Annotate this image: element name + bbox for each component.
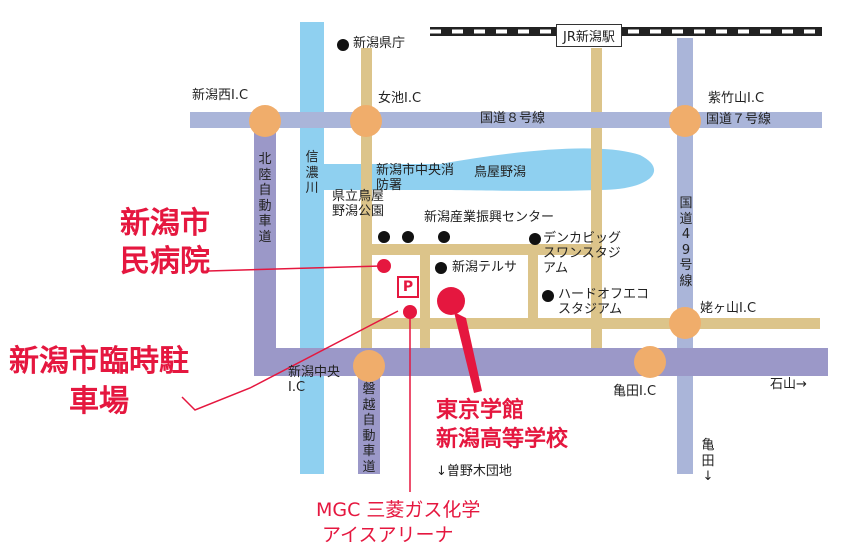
route7-label: 国道７号線 <box>706 112 772 127</box>
terrsa-label: 新潟テルサ <box>452 260 518 275</box>
chuo-ic-label: 新潟中央I.C <box>288 365 341 395</box>
park-label: 県立鳥屋野潟公園 <box>332 189 385 219</box>
hokuriku-expressway-label: 北陸自動車道 <box>258 152 272 245</box>
banetsu-expressway-label: 磐越自動車道 <box>362 382 376 475</box>
soyagi-label: ↓曽野木団地 <box>436 464 512 479</box>
denka-stadium-label: デンカビッグスワンスタジアム <box>543 231 622 276</box>
parking-icon: P <box>397 276 419 298</box>
interchanges <box>249 105 701 382</box>
arena-callout-line2: アイスアリーナ <box>322 524 454 546</box>
shinano-river <box>300 22 324 474</box>
toyanogata-lake <box>324 148 655 191</box>
toyanogata-label: 鳥屋野潟 <box>474 165 527 180</box>
route8-label: 国道８号線 <box>480 111 546 126</box>
arena-callout-line1: MGC 三菱ガス化学 <box>316 499 481 521</box>
fire-station-label: 新潟市中央消防署 <box>376 163 455 193</box>
landmark-dots <box>337 39 554 302</box>
expressways <box>254 120 828 474</box>
route49-label: 国道49号線 <box>679 196 693 289</box>
hospital-callout: 新潟市民病院 <box>120 206 210 279</box>
kameda-direction-label: 亀田↓ <box>701 438 715 485</box>
onnaike-ic-label: 女池I.C <box>378 91 422 106</box>
parking-callout: 新潟市臨時駐車場 <box>9 344 189 419</box>
shinano-river-label: 信濃川 <box>305 150 319 197</box>
enokiyama-ic-label: 姥ヶ山I.C <box>700 301 757 316</box>
kameda-ic-label: 亀田I.C <box>613 384 657 399</box>
jr-rail-line <box>430 27 822 36</box>
school-name-line1: 東京学館 <box>436 398 525 423</box>
local-roads <box>361 48 820 408</box>
hardoff-stadium-label: ハードオフエコスタジアム <box>558 287 650 317</box>
shiunyama-ic-label: 紫竹山I.C <box>708 91 765 106</box>
industry-center-label: 新潟産業振興センター <box>424 210 555 225</box>
ishiyama-label: 石山→ <box>770 377 807 392</box>
school-name-line2: 新潟高等学校 <box>436 427 569 452</box>
prefectural-office-label: 新潟県庁 <box>353 36 406 51</box>
jr-niigata-station-label: JR新潟駅 <box>556 24 622 47</box>
niigata-nishi-ic-label: 新潟西I.C <box>192 88 249 103</box>
red-markers <box>181 259 482 492</box>
